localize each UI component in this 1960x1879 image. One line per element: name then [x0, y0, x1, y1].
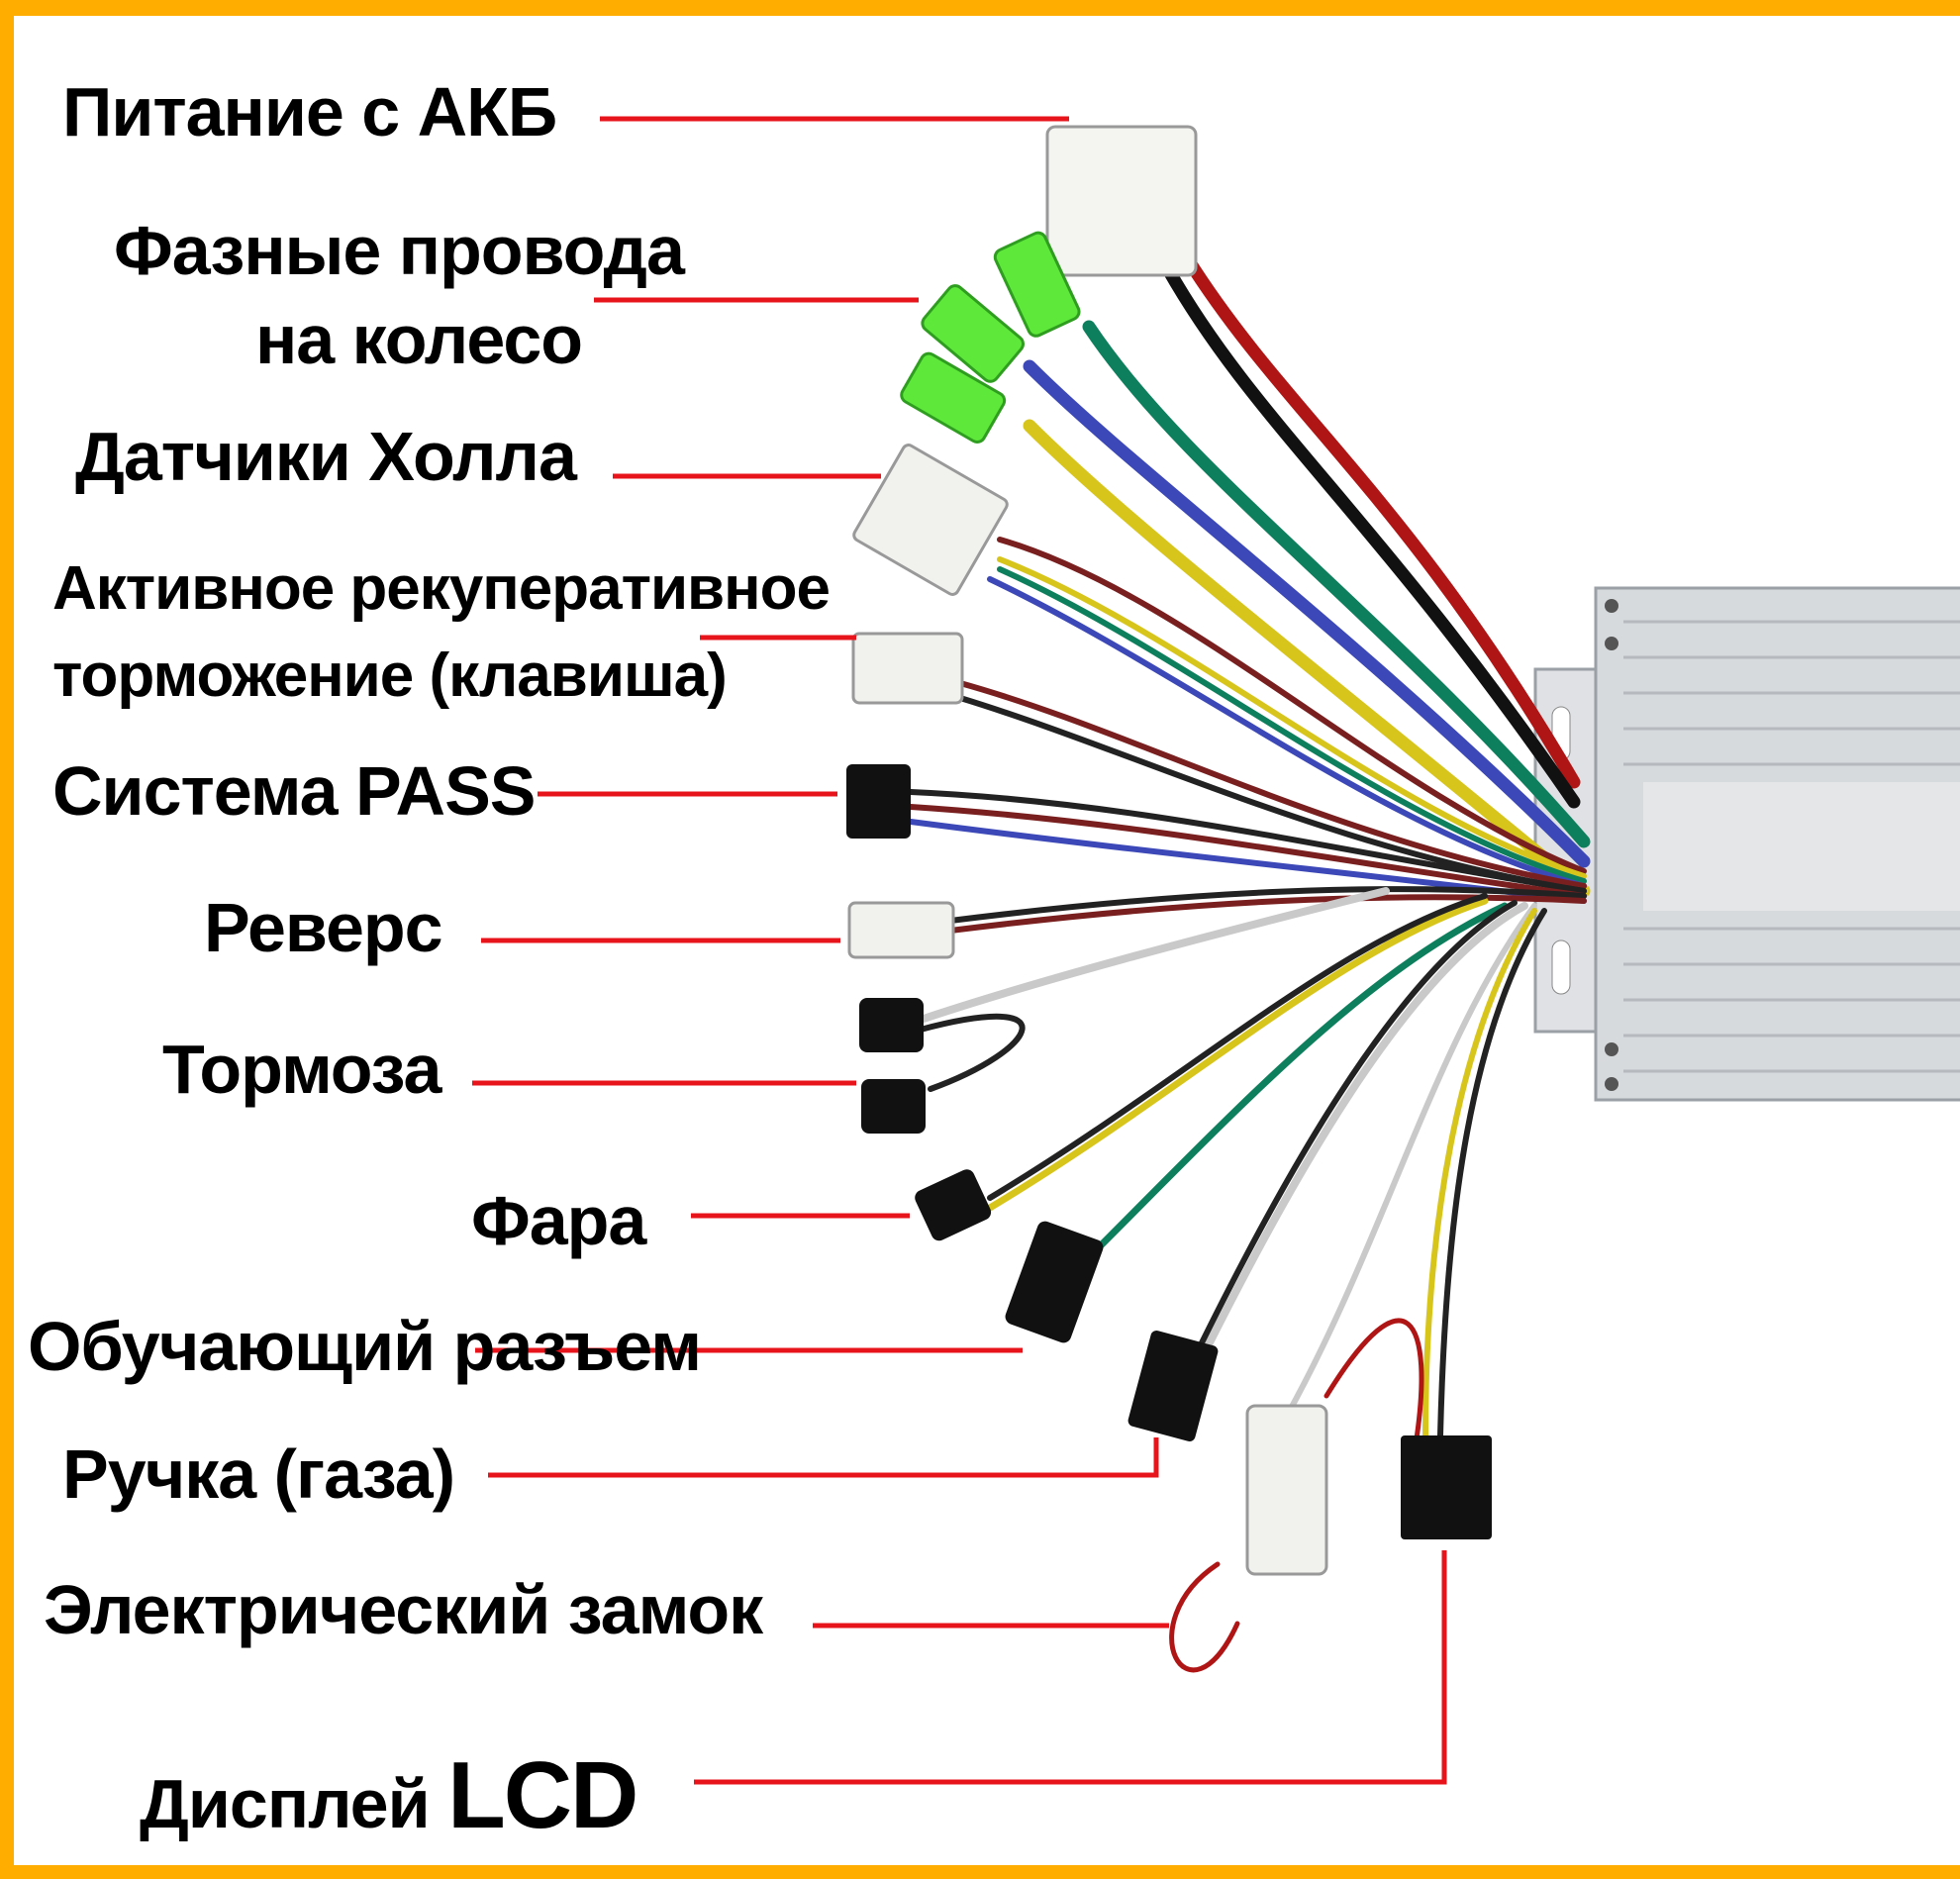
label-headlight: Фара	[471, 1182, 646, 1259]
regen-connector	[851, 632, 964, 705]
label-reverse: Реверс	[204, 889, 443, 966]
label-display-word: Дисплей	[140, 1765, 431, 1842]
label-brakes: Тормоза	[162, 1031, 441, 1108]
label-learning-connector: Обучающий разъем	[28, 1308, 702, 1385]
label-pass-system: Система PASS	[52, 752, 536, 830]
label-phase-wires-line1: Фазные провода	[114, 212, 685, 289]
headlight-connector	[915, 1169, 992, 1241]
label-electric-lock: Электрический замок	[44, 1571, 763, 1648]
label-regen-brake-line1: Активное рекуперативное	[52, 554, 831, 623]
label-display: Дисплей LCD	[140, 1748, 638, 1843]
brake-connectors	[859, 998, 926, 1134]
leader-lines	[472, 116, 1447, 1785]
connectors	[846, 125, 1492, 1576]
label-battery-power: Питание с АКБ	[62, 73, 557, 150]
controller-unit	[1533, 586, 1960, 1102]
label-throttle: Ручка (газа)	[62, 1435, 455, 1513]
display-connector	[1401, 1435, 1492, 1539]
phase-bullet-connectors	[900, 231, 1081, 444]
label-hall-sensors: Датчики Холла	[75, 418, 577, 495]
reverse-connector	[847, 901, 955, 959]
label-display-lcd: LCD	[447, 1742, 638, 1848]
label-phase-wires-line2: на колесо	[255, 301, 583, 378]
battery-connector	[1045, 125, 1198, 277]
hall-sensor-connector	[852, 444, 1009, 596]
lock-connector	[1245, 1404, 1328, 1576]
wire-bundle	[908, 252, 1591, 1673]
learning-connector-plug	[1005, 1221, 1104, 1343]
label-regen-brake-line2: торможение (клавиша)	[52, 642, 728, 710]
pass-connector	[846, 764, 911, 839]
throttle-connector	[1127, 1330, 1219, 1442]
